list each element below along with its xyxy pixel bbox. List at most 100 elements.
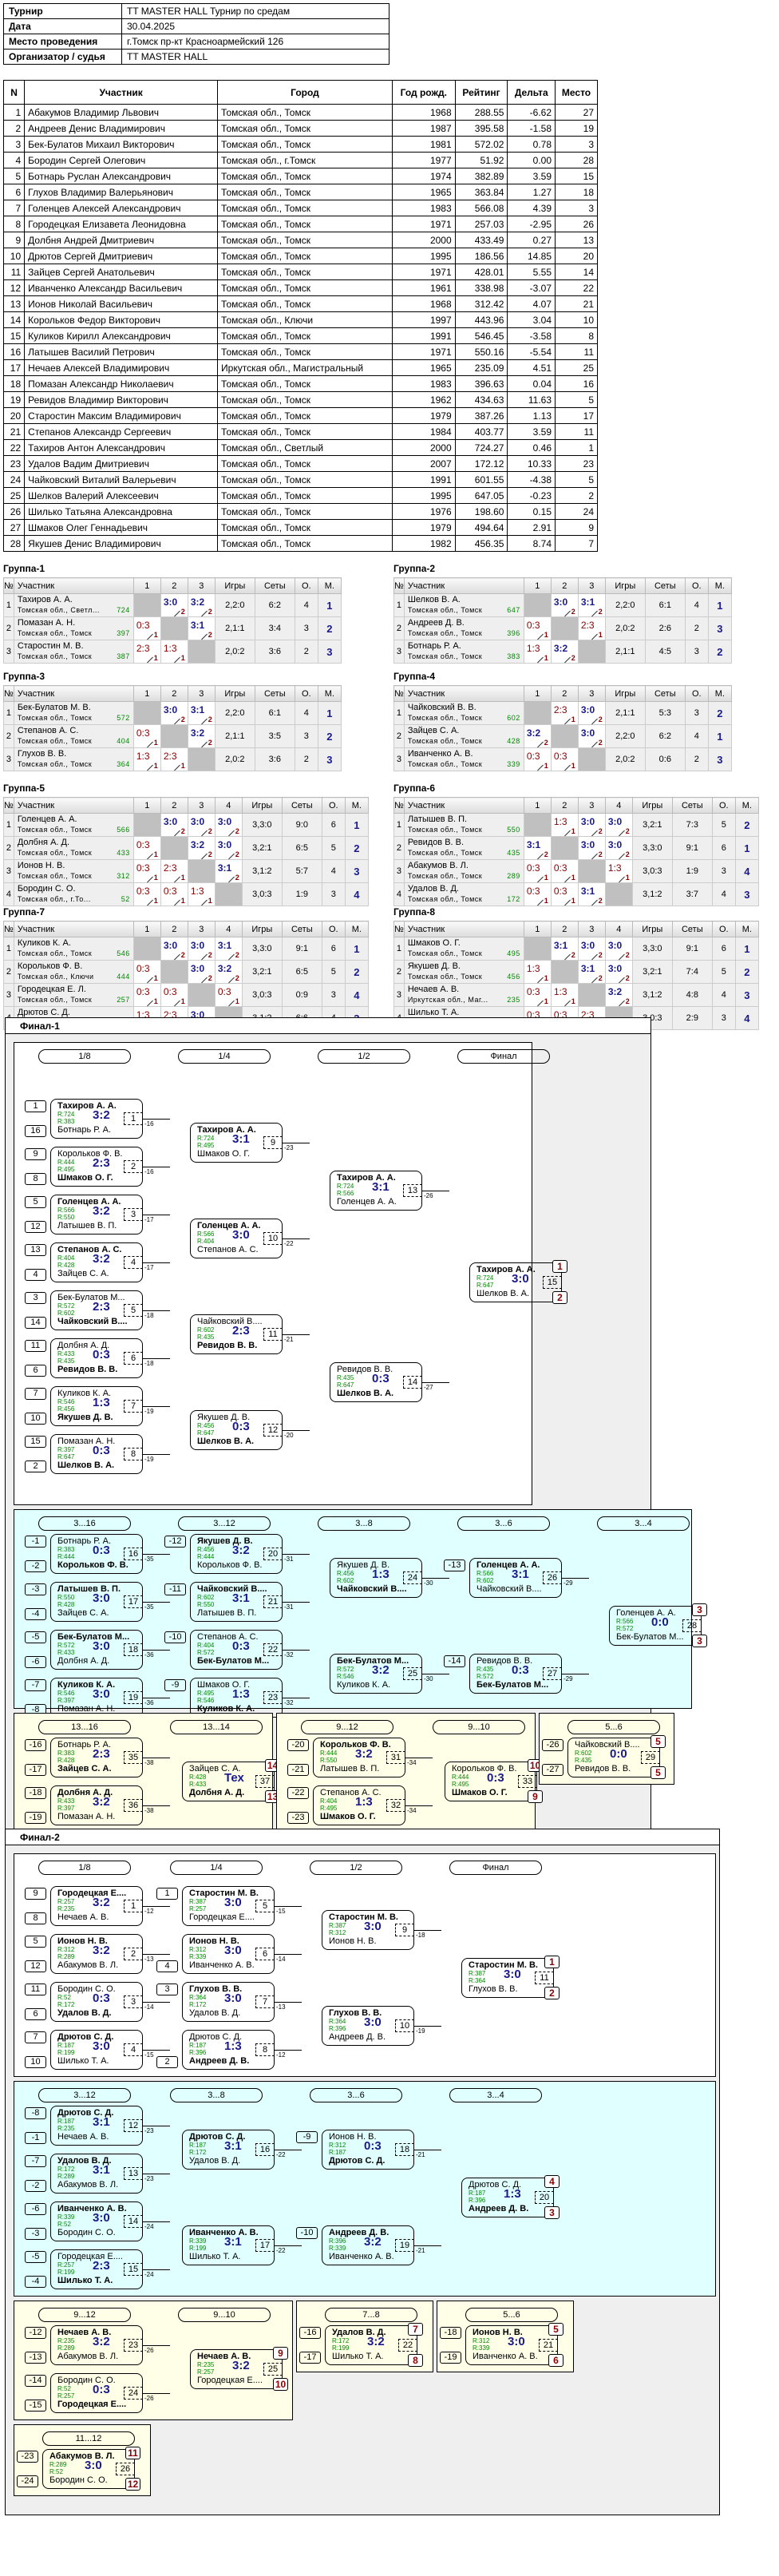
player-1: Якушев Д. В. — [337, 1560, 390, 1570]
match-number: 5 — [124, 1304, 143, 1317]
table-cell: 1984 — [391, 423, 456, 440]
rating-1: R:572 — [57, 1642, 75, 1649]
table-cell: 1974 — [391, 168, 456, 184]
score: 0:3 — [526, 620, 540, 631]
seed-1: 1 — [25, 1100, 46, 1112]
info-key: Организатор / судья — [3, 49, 122, 65]
match-number: 25 — [263, 2363, 283, 2376]
match-points: 1 — [571, 827, 575, 835]
slash-icon — [536, 899, 544, 906]
games: 2,1:1 — [604, 701, 646, 725]
seed-2: -24 — [17, 2475, 38, 2487]
connector-line — [143, 1406, 170, 1407]
match-number: 21 — [539, 2339, 558, 2352]
place-badge: 5 — [548, 2323, 563, 2336]
rating-1: R:172 — [332, 2337, 350, 2344]
city-name: Томская обл., Томск — [407, 872, 483, 880]
player-1: Ботнарь Р. А. — [57, 1536, 111, 1546]
match-number: 18 — [124, 1643, 143, 1656]
city-name: Томская обл., г.То... — [17, 895, 91, 903]
table-cell: 14 — [555, 264, 598, 280]
match-number: 7 — [124, 1400, 143, 1413]
city-name: Томская обл., Томск — [407, 895, 483, 903]
score: 2:3 — [163, 751, 177, 762]
games: 3,2:1 — [631, 813, 673, 837]
loser-link: -17 — [144, 1216, 154, 1223]
rating-2: R:435 — [197, 1334, 215, 1341]
player-1: Помазан А. Н. — [57, 1437, 116, 1446]
sets: 1:9 — [281, 882, 322, 906]
rating-1: R:724 — [57, 1111, 75, 1118]
rating-2: R:172 — [189, 2149, 207, 2156]
col-opponent: 2 — [160, 797, 188, 814]
points: 2 — [684, 747, 709, 771]
